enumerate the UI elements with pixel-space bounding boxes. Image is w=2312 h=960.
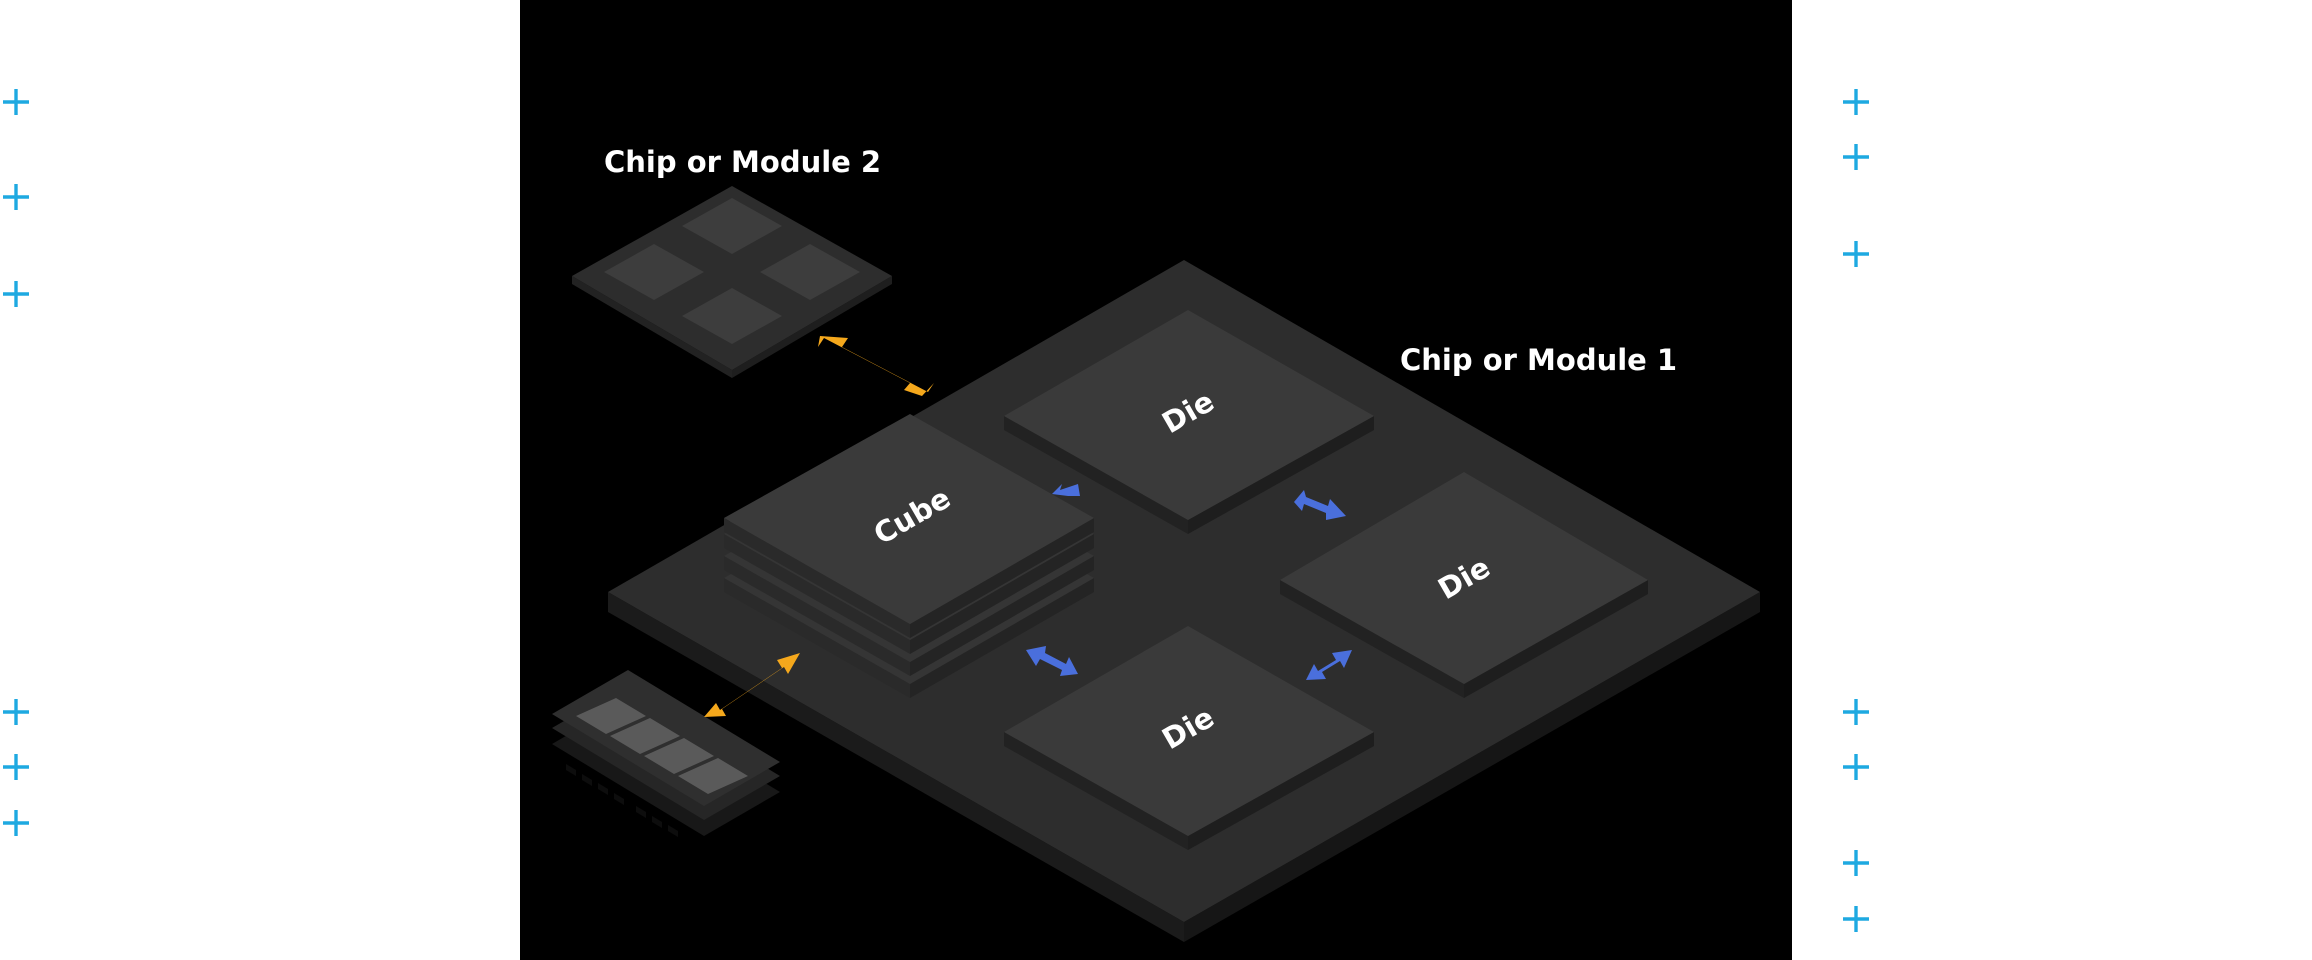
plus-icon bbox=[1, 697, 31, 727]
module2-chip bbox=[572, 186, 892, 378]
plus-icon bbox=[1, 87, 31, 117]
module1-substrate bbox=[608, 260, 1760, 942]
plus-icons-left bbox=[1, 87, 31, 838]
plus-icon bbox=[1841, 239, 1871, 269]
plus-icon bbox=[1, 279, 31, 309]
module1-label: Chip or Module 1 bbox=[1400, 343, 1677, 377]
plus-icon bbox=[1841, 87, 1871, 117]
link-arrow-die-top-die-right bbox=[1294, 490, 1346, 520]
module2-die bbox=[682, 288, 782, 344]
plus-icon bbox=[1, 182, 31, 212]
module2-die bbox=[604, 244, 704, 300]
plus-icon bbox=[1, 752, 31, 782]
plus-icons-right bbox=[1841, 87, 1871, 934]
plus-icon bbox=[1841, 752, 1871, 782]
link-arrow-cube-die-bottom bbox=[1026, 646, 1078, 676]
die-top: Die bbox=[1004, 310, 1374, 534]
plus-icon bbox=[1841, 697, 1871, 727]
plus-icon bbox=[1841, 848, 1871, 878]
plus-icon bbox=[1841, 142, 1871, 172]
external-link-arrows bbox=[704, 336, 934, 717]
die-bottom: Die bbox=[1004, 626, 1374, 850]
memory-module-icon bbox=[552, 670, 780, 837]
link-arrow-module2 bbox=[818, 336, 934, 396]
plus-icon bbox=[1, 808, 31, 838]
internal-link-arrows bbox=[1026, 484, 1352, 680]
link-arrow-die-bottom-die-right bbox=[1306, 650, 1352, 680]
cube-stack: Cube bbox=[724, 414, 1094, 698]
module2-die bbox=[682, 198, 782, 254]
link-arrow-cube-die-top bbox=[1052, 484, 1080, 496]
module2-die bbox=[760, 244, 860, 300]
link-arrow-memory bbox=[704, 653, 800, 717]
module2-label: Chip or Module 2 bbox=[604, 145, 881, 179]
plus-icon bbox=[1841, 904, 1871, 934]
die-right: Die bbox=[1280, 472, 1648, 698]
